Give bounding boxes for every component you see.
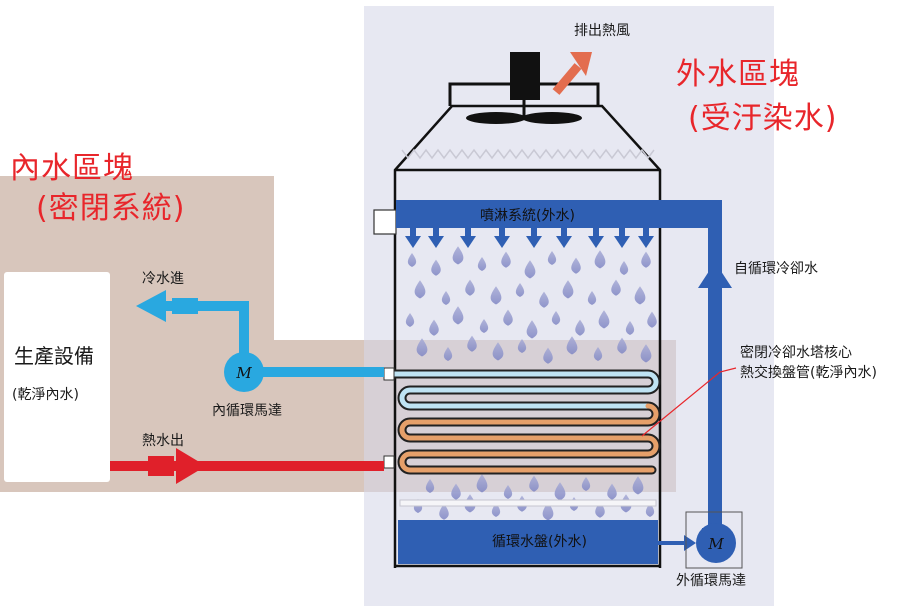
water-drop-icon: [492, 342, 504, 361]
water-drop-icon: [515, 283, 525, 297]
cold-water-arrow-icon: [136, 290, 198, 322]
equipment-subtitle: (乾淨內水): [12, 387, 79, 403]
spray-header: [396, 200, 722, 228]
water-drop-icon: [607, 483, 617, 500]
water-drop-icon: [611, 279, 621, 296]
water-drop-icon: [539, 291, 549, 308]
equipment-title: 生產設備: [14, 344, 94, 368]
hot-water-arrow-icon: [148, 448, 206, 484]
water-drop-icon: [439, 503, 449, 520]
water-drop-icon: [598, 310, 610, 329]
water-drop-icon: [405, 313, 415, 327]
outer-region-title-2: (受汙染水): [688, 101, 838, 136]
water-drop-icon: [543, 347, 553, 364]
water-drop-icon: [524, 260, 536, 279]
water-drop-icon: [571, 257, 581, 274]
outer-motor-frame: [685, 511, 743, 569]
inner-region-title-1: 內水區塊: [10, 151, 134, 186]
inner-motor-icon: [224, 352, 264, 392]
basin-outflow-arrow-icon: [684, 535, 696, 551]
water-drop-icon: [477, 257, 487, 271]
water-drop-icon: [542, 502, 554, 521]
exhaust-arrow-icon: [552, 52, 592, 95]
water-drop-icon: [416, 338, 428, 357]
spray-nozzles: [405, 228, 654, 248]
water-drop-icon: [425, 479, 435, 493]
water-drop-icon: [566, 336, 578, 355]
water-drop-icon: [452, 306, 464, 325]
hot-water-out-label: 熱水出: [142, 433, 184, 449]
outer-region-title-1: 外水區塊: [676, 57, 800, 92]
water-drop-icon: [429, 319, 439, 336]
water-drop-icon: [503, 309, 513, 326]
water-drop-icon: [479, 319, 489, 333]
inner-motor-letter: M: [235, 364, 252, 382]
water-drop-icon: [551, 311, 561, 325]
water-drop-icon: [634, 286, 646, 305]
water-drop-icon: [431, 259, 441, 276]
water-drop-icon: [594, 250, 606, 269]
water-drop-icon: [503, 485, 513, 499]
coil-pointer-line: [641, 367, 737, 437]
water-drop-icon: [562, 280, 574, 299]
water-drop-icon: [501, 251, 511, 268]
circulation-basin: [398, 520, 658, 564]
water-drop-icon: [465, 279, 475, 296]
water-drop-icon: [587, 291, 597, 305]
water-drop-icon: [452, 246, 464, 265]
coil-label-1: 密閉冷卻水塔核心: [740, 345, 852, 361]
cold-water-line: [150, 301, 384, 377]
water-drop-icon: [617, 337, 627, 354]
water-drop-icon: [517, 339, 527, 353]
outer-riser-pipe: [708, 200, 722, 528]
inner-motor-label: 內循環馬達: [212, 403, 282, 419]
self-circulation-label: 自循環冷卻水: [734, 261, 818, 277]
outer-motor-label: 外循環馬達: [676, 573, 746, 589]
water-drop-icon: [581, 477, 591, 491]
water-drop-icon: [547, 251, 557, 265]
inner-region-title-2: (密閉系統): [36, 191, 186, 226]
tower-body: [393, 104, 662, 568]
water-drop-icon: [441, 291, 451, 305]
water-drop-icon: [490, 286, 502, 305]
coil-label-2: 熱交換盤管(乾淨內水): [740, 365, 877, 381]
fan-blade-right-icon: [522, 112, 582, 124]
exhaust-label: 排出熱風: [574, 23, 630, 39]
production-equipment-box: 生產設備 (乾淨內水): [4, 272, 110, 482]
water-drop-icon: [526, 320, 538, 339]
water-drop-icon: [575, 319, 585, 336]
outer-motor-letter: M: [707, 535, 724, 553]
water-drop-icon: [641, 251, 651, 268]
water-drop-icon: [476, 474, 488, 493]
heat-exchange-coil: [383, 367, 661, 475]
water-drop-icon: [554, 482, 566, 501]
water-drop-icon: [529, 475, 539, 492]
fan-blade-left-icon: [466, 112, 526, 124]
water-drop-icon: [619, 261, 629, 275]
fan-motor-icon: [510, 52, 540, 100]
water-drop-icon: [414, 280, 426, 299]
water-drop-icon: [451, 483, 461, 500]
spray-system-label: 噴淋系統(外水): [480, 208, 575, 224]
water-drop-icon: [625, 321, 635, 335]
inspection-door: [373, 209, 397, 235]
basin-rim: [399, 499, 657, 507]
water-drop-icon: [647, 311, 657, 328]
basin-label: 循環水盤(外水): [492, 534, 587, 550]
water-drop-icon: [640, 344, 652, 363]
water-drop-icon: [443, 347, 453, 361]
cold-water-in-label: 冷水進: [142, 271, 184, 287]
riser-up-arrow-icon: [698, 262, 732, 288]
water-drop-icon: [593, 347, 603, 361]
water-drop-icon: [632, 476, 644, 495]
water-drop-icon: [467, 335, 477, 352]
drift-eliminator: [401, 148, 655, 160]
water-drop-icon: [407, 253, 417, 267]
